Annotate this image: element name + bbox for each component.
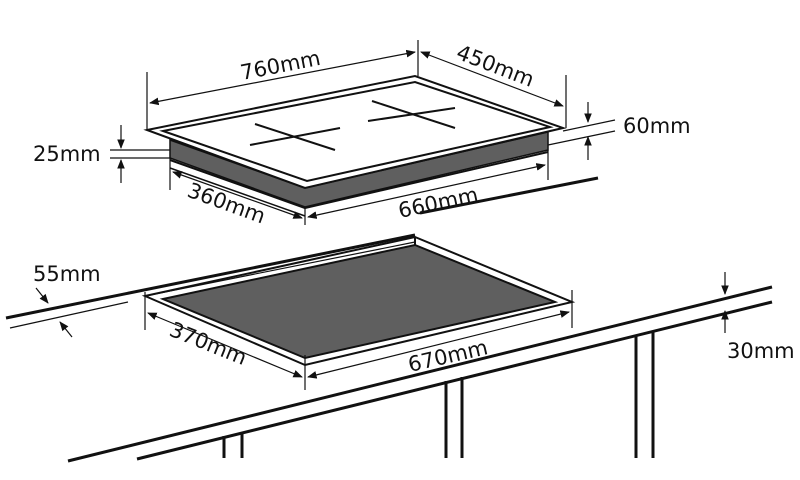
cabinet-legs: [222, 331, 655, 458]
label-body-height: 60mm: [623, 114, 691, 138]
label-hob-width: 760mm: [238, 46, 322, 85]
hob: [110, 40, 616, 225]
burner-icon-left: [249, 123, 341, 151]
label-worktop-thickness: 30mm: [727, 339, 795, 363]
burner-icon-right: [367, 100, 456, 129]
label-glass-thickness: 25mm: [33, 142, 101, 166]
worktop-cutout: [5, 233, 773, 463]
label-cutout-width: 670mm: [406, 335, 490, 377]
label-front-clearance: 55mm: [33, 262, 101, 286]
label-hob-depth: 450mm: [453, 40, 537, 91]
